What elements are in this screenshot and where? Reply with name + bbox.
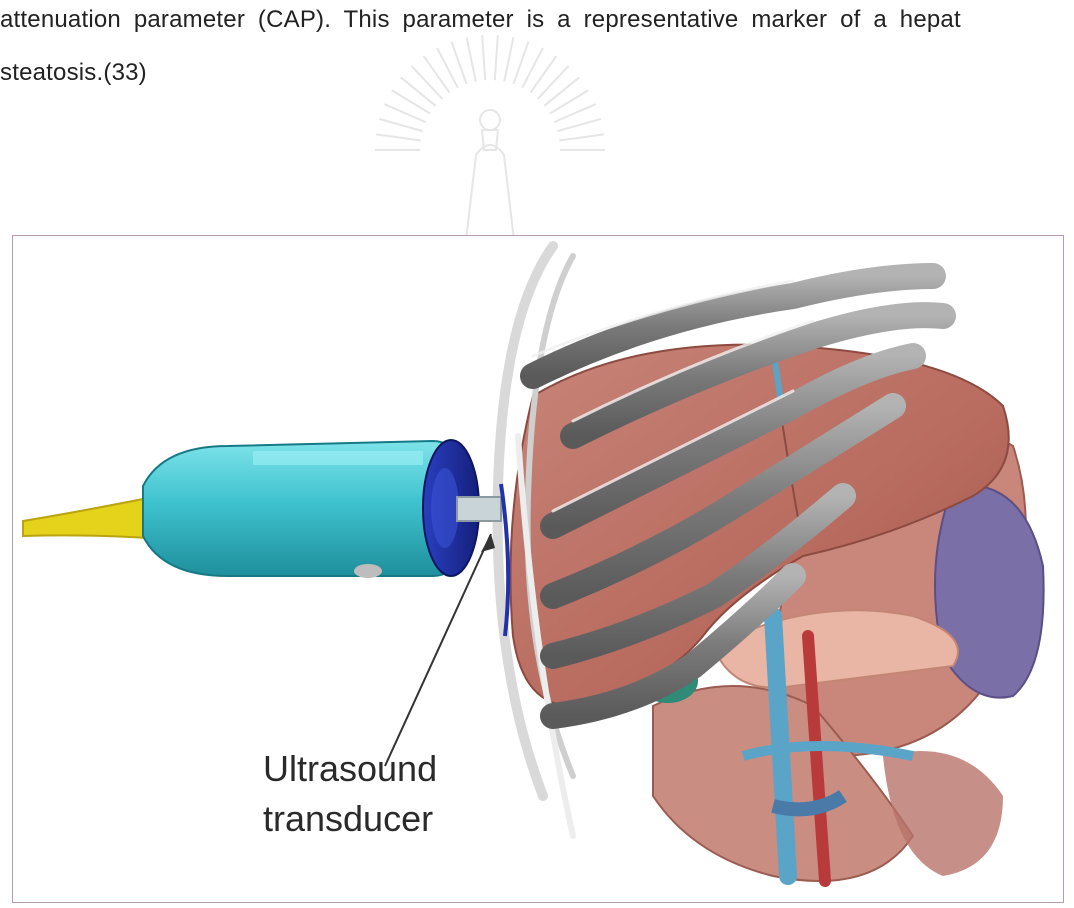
seal-ray	[482, 35, 485, 80]
seal-ray	[557, 119, 600, 131]
ultrasound-transducer-label: Ultrasound transducer	[263, 744, 437, 844]
seal-ray	[513, 42, 528, 84]
label-line-1: Ultrasound	[263, 744, 437, 794]
seal-ray	[437, 48, 458, 88]
seal-ray	[530, 56, 556, 93]
seal-ray	[495, 35, 498, 80]
seal-ray	[376, 134, 421, 140]
liver-ultrasound-figure: Ultrasound transducer	[12, 235, 1064, 903]
seal-ray	[538, 66, 569, 99]
seal-ray	[522, 48, 543, 88]
probe-cable	[23, 498, 148, 538]
seal-ray	[379, 119, 422, 131]
seal-ray	[424, 56, 450, 93]
university-seal-watermark-icon	[300, 30, 680, 250]
seal-ray	[412, 66, 443, 99]
probe-tip	[457, 497, 501, 521]
figure-illustration	[13, 236, 1063, 902]
seal-ray	[504, 37, 513, 81]
label-line-2: transducer	[263, 794, 437, 844]
seal-ray	[559, 134, 604, 140]
body-text-line-2: steatosis.(33)	[0, 59, 147, 87]
seal-ray	[467, 37, 476, 81]
seal-ray	[544, 77, 579, 105]
seal-ray	[451, 42, 466, 84]
ultrasound-probe	[23, 440, 508, 636]
seal-ray	[401, 77, 436, 105]
